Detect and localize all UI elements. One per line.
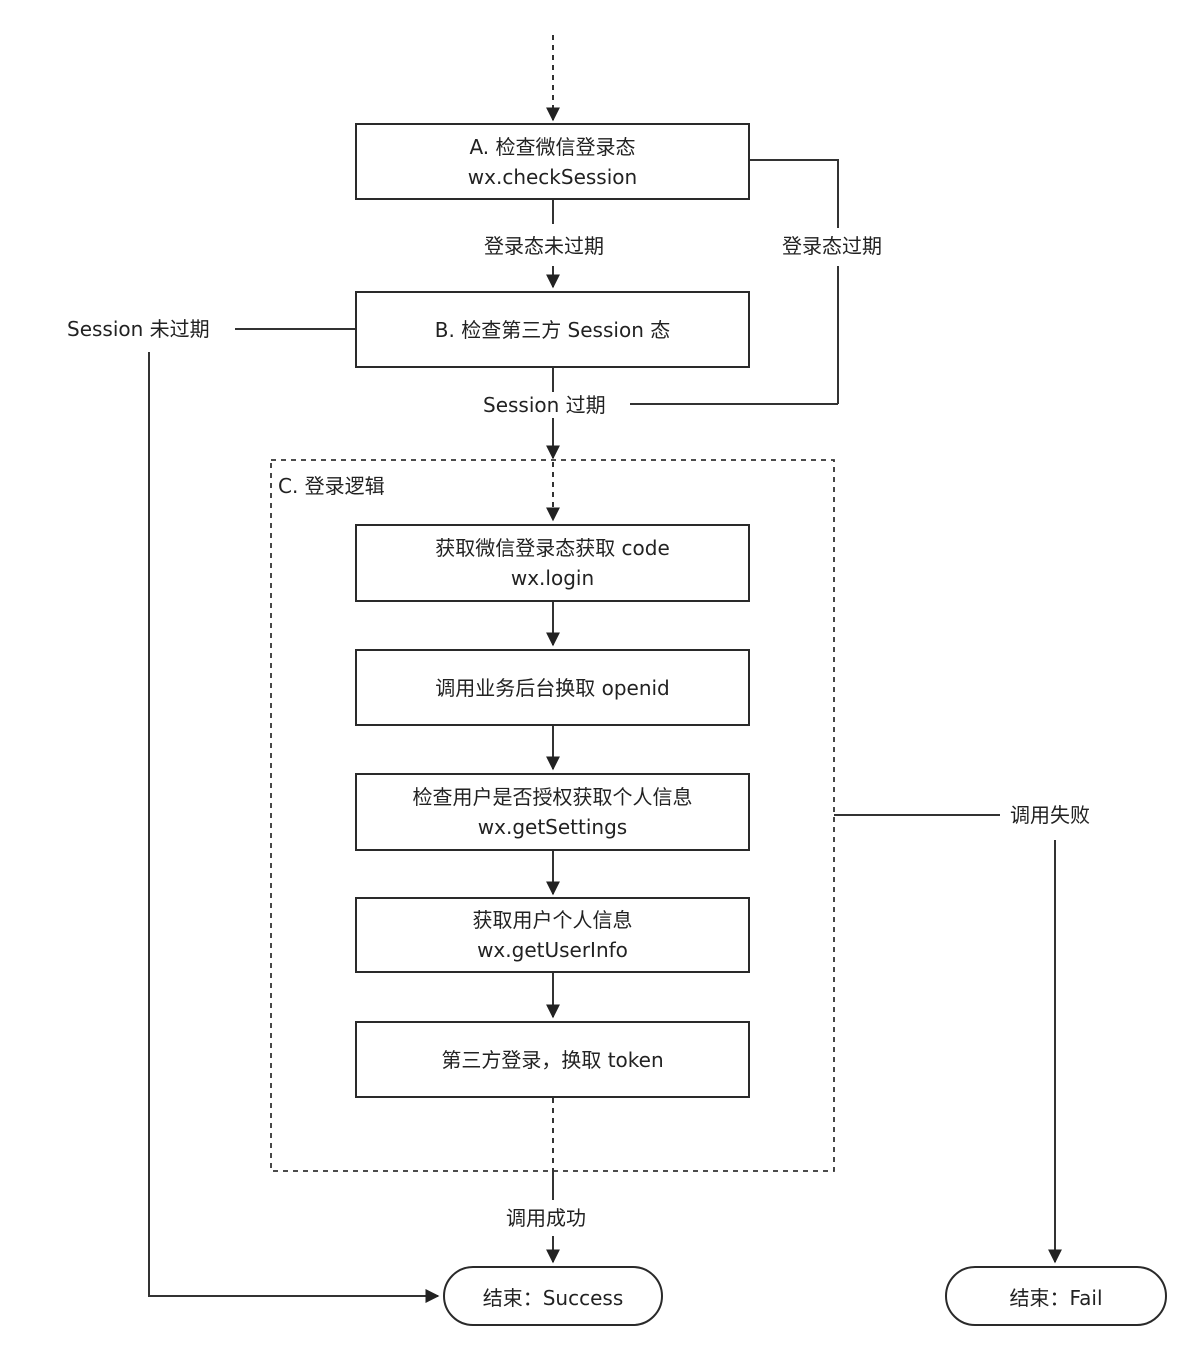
label-login-not-expired: 登录态未过期 bbox=[480, 233, 608, 259]
node-a-title: A. 检查微信登录态 bbox=[469, 134, 636, 159]
node-c5-title: 第三方登录，换取 token bbox=[441, 1047, 664, 1072]
node-c3-title: 检查用户是否授权获取个人信息 bbox=[412, 785, 693, 809]
label-session-expired: Session 过期 bbox=[479, 392, 610, 418]
label-login-expired: 登录态过期 bbox=[778, 233, 886, 259]
node-c3-api: wx.getSettings bbox=[477, 815, 628, 839]
node-c1-get-code: 获取微信登录态获取 code wx.login bbox=[355, 524, 750, 602]
node-c3-check-auth: 检查用户是否授权获取个人信息 wx.getSettings bbox=[355, 773, 750, 851]
node-c4-get-user-info: 获取用户个人信息 wx.getUserInfo bbox=[355, 897, 750, 973]
label-call-fail: 调用失败 bbox=[1006, 802, 1094, 828]
terminal-fail: 结束：Fail bbox=[945, 1266, 1167, 1326]
terminal-fail-label: 结束：Fail bbox=[1009, 1285, 1103, 1310]
terminal-success-label: 结束：Success bbox=[482, 1285, 624, 1310]
node-c4-api: wx.getUserInfo bbox=[477, 938, 628, 962]
node-c2-get-openid: 调用业务后台换取 openid bbox=[355, 649, 750, 726]
terminal-success: 结束：Success bbox=[443, 1266, 663, 1326]
edge-not-expired-to-success bbox=[148, 352, 440, 1303]
node-c1-title: 获取微信登录态获取 code bbox=[435, 536, 670, 560]
group-c-boundary bbox=[270, 459, 835, 1172]
node-a-check-wechat-session: A. 检查微信登录态 wx.checkSession bbox=[355, 123, 750, 200]
node-b-title: B. 检查第三方 Session 态 bbox=[434, 317, 671, 342]
label-session-not-expired: Session 未过期 bbox=[63, 316, 214, 342]
edge-a-expired-top bbox=[750, 159, 839, 228]
node-c2-title: 调用业务后台换取 openid bbox=[435, 675, 670, 700]
node-c1-api: wx.login bbox=[510, 566, 595, 590]
node-c4-title: 获取用户个人信息 bbox=[472, 908, 633, 932]
label-call-success: 调用成功 bbox=[502, 1205, 590, 1231]
group-c-title: C. 登录逻辑 bbox=[278, 474, 385, 498]
node-a-api: wx.checkSession bbox=[467, 164, 638, 189]
node-c5-third-party-login: 第三方登录，换取 token bbox=[355, 1021, 750, 1098]
node-b-check-third-party-session: B. 检查第三方 Session 态 bbox=[355, 291, 750, 368]
